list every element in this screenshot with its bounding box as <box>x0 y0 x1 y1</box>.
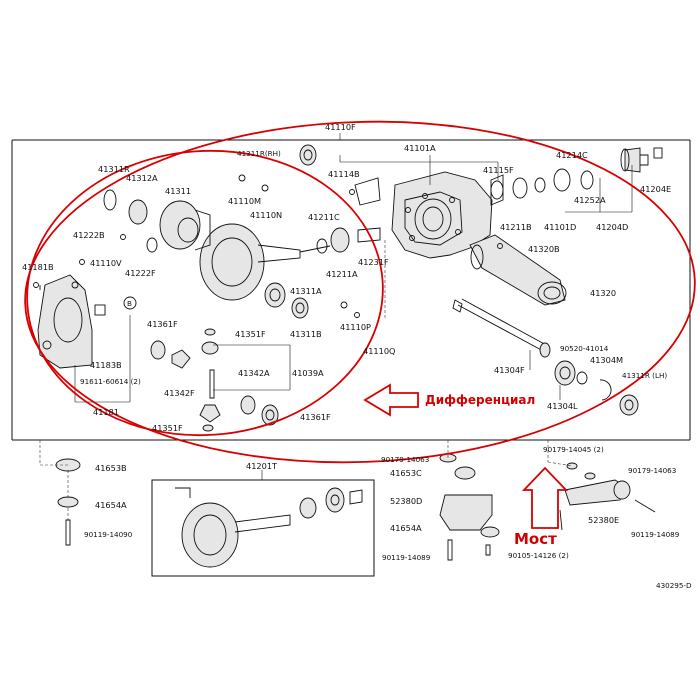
part-label: 41110P <box>340 322 371 332</box>
part-labels: 41311R 41312A 41311 41311R(RH) 41110M 41… <box>22 143 692 590</box>
frame-label-41201T: 41201T <box>246 461 278 471</box>
part-label: 41110V <box>90 258 122 268</box>
part-label: 41304F <box>494 365 525 375</box>
diagram-code: 430295-D <box>656 581 692 590</box>
part-label: 41211A <box>326 269 358 279</box>
part-label: 41101A <box>404 143 436 153</box>
part-label: 41361F <box>147 319 178 329</box>
output-bearings-drawing <box>554 360 639 416</box>
part-label: 41181 <box>93 407 119 417</box>
ring-gear-drawing <box>199 223 381 301</box>
sub-frame: 41201T <box>151 461 375 577</box>
part-label: 41311B <box>290 329 322 339</box>
differential-highlight-ellipse <box>26 149 384 437</box>
part-label: 41110N <box>250 210 282 220</box>
mount-bushings-drawing <box>55 453 656 561</box>
part-label: 41311R <box>98 164 130 174</box>
part-label: 41304L <box>547 401 578 411</box>
part-label: 41312A <box>126 173 158 183</box>
sub-ring-gear-drawing <box>175 487 363 568</box>
part-label: 41311 <box>165 186 191 196</box>
part-label: 41654A <box>390 523 422 533</box>
red-annotation-marks <box>24 120 696 529</box>
side-bearings-drawing <box>264 144 317 319</box>
part-label: 41311R (LH) <box>622 371 667 380</box>
part-label: 90179-14045 (2) <box>543 445 604 454</box>
spider-gears-drawing <box>150 328 279 432</box>
part-label: 41115F <box>483 165 514 175</box>
part-label: 90119-14089 <box>631 530 680 539</box>
bridge-annotation: Мост <box>514 530 557 548</box>
part-label: 41204E <box>640 184 671 194</box>
part-label: 41101D <box>544 222 576 232</box>
part-label: 41114B <box>328 169 360 179</box>
part-label: 41214C <box>556 150 588 160</box>
differential-arrow <box>363 383 419 417</box>
part-label: 41181B <box>22 262 54 272</box>
part-label: 41304M <box>590 355 623 365</box>
companion-flange-drawing <box>490 147 663 206</box>
part-label: 41320B <box>528 244 560 254</box>
bridge-arrow <box>521 466 569 529</box>
part-label: 91611-60614 (2) <box>80 377 141 386</box>
part-label: 90119-14090 <box>84 530 133 539</box>
part-label: 52380E <box>588 515 619 525</box>
part-label: 41231F <box>358 257 389 267</box>
part-label: 41211C <box>308 212 340 222</box>
main-frame: 41110F <box>11 122 691 441</box>
part-label: 41039A <box>292 368 324 378</box>
part-label: 90119-14089 <box>382 553 431 562</box>
carrier-housing-drawing <box>391 171 493 259</box>
axle-tube-drawing <box>469 234 567 306</box>
small-hardware-drawing <box>33 174 503 318</box>
part-label: 41653C <box>390 468 422 478</box>
part-label: 41222F <box>125 268 156 278</box>
diff-case-drawing <box>103 189 211 253</box>
part-label: 41204D <box>596 222 628 232</box>
part-label: 41361F <box>300 412 331 422</box>
part-label: 41252A <box>574 195 606 205</box>
part-label: 41110Q <box>363 346 396 356</box>
part-label: 41653B <box>95 463 127 473</box>
part-label: 41342A <box>238 368 270 378</box>
part-label: 41654A <box>95 500 127 510</box>
part-label: 41211B <box>500 222 532 232</box>
carrier-cover-drawing <box>37 274 106 369</box>
part-label: 41222B <box>73 230 105 240</box>
leader-lines <box>74 155 633 403</box>
part-label: 90520-41014 <box>560 344 609 353</box>
part-label: 41311R(RH) <box>237 149 281 158</box>
part-label: 41351F <box>235 329 266 339</box>
circled-b-letter: B <box>127 299 132 308</box>
guide-lines <box>39 240 573 520</box>
part-label: 90179-14063 <box>381 455 429 464</box>
part-label: 41183B <box>90 360 122 370</box>
part-label: 52380D <box>390 496 422 506</box>
circled-b-marker <box>123 296 137 310</box>
part-label: 90105-14126 (2) <box>508 551 569 560</box>
part-label: 41320 <box>590 288 616 298</box>
part-label: 41311A <box>290 286 322 296</box>
part-label: 90179-14063 <box>628 466 676 475</box>
part-label: 41351F <box>152 423 183 433</box>
axle-highlight-ellipse <box>24 120 696 464</box>
part-label: 41110M <box>228 196 261 206</box>
part-label: 41342F <box>164 388 195 398</box>
differential-annotation: Дифференциал <box>425 393 535 407</box>
axle-shaft-drawing <box>452 298 551 358</box>
frame-label-41110F: 41110F <box>325 122 356 132</box>
